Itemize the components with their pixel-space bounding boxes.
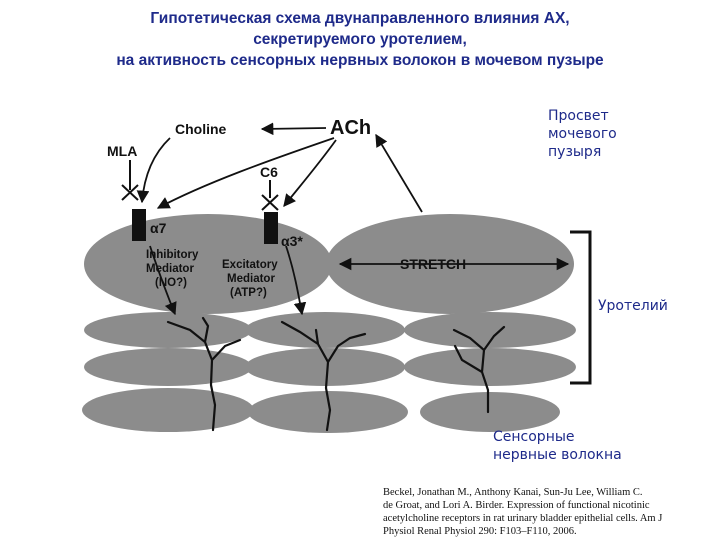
inhibitory-label-line-1: Inhibitory — [146, 249, 199, 261]
nerve-fiber-middle — [280, 320, 367, 432]
inhibitory-label-line-2: Mediator — [146, 263, 194, 275]
c6-label: C6 — [260, 164, 278, 180]
c6-block-mark — [261, 180, 279, 211]
ach-to-alpha7-arrow — [156, 137, 335, 209]
ach-label: ACh — [330, 117, 371, 139]
lower-cell — [420, 392, 560, 432]
stretch-label: STRETCH — [400, 256, 466, 272]
mla-label: MLA — [107, 143, 137, 159]
citation-line-4: Physiol Renal Physiol 290: F103–F110, 20… — [383, 526, 577, 537]
lower-cell — [248, 391, 408, 433]
signaling-arrows — [136, 122, 570, 316]
choline-to-alpha7-arrow — [136, 137, 171, 204]
citation: Beckel, Jonathan M., Anthony Kanai, Sun-… — [383, 486, 713, 538]
alpha3-receptor — [264, 212, 278, 244]
citation-line-1: Beckel, Jonathan M., Anthony Kanai, Sun-… — [383, 487, 643, 498]
mla-block-mark — [121, 160, 139, 201]
excitatory-label-line-1: Excitatory — [222, 259, 278, 271]
inhibitory-mediator-arrow — [149, 245, 177, 316]
ach-to-choline-arrow — [260, 122, 327, 136]
lumen-label-line-1: Просвет — [548, 108, 609, 124]
urothelium-bracket — [570, 230, 592, 385]
stretch-to-ach-arrow — [375, 133, 423, 213]
citation-line-3: acetylcholine receptors in rat urinary b… — [383, 513, 663, 524]
alpha7-receptor — [132, 209, 146, 241]
choline-label: Choline — [175, 121, 227, 137]
lower-cell — [84, 348, 252, 386]
urothelium-label: Уротелий — [598, 297, 668, 315]
urothelium-lower-layers — [82, 312, 576, 433]
title-line-1: Гипотетическая схема двунаправленного вл… — [150, 10, 570, 27]
lower-cell — [404, 312, 576, 348]
nerve-fiber-left — [166, 316, 242, 432]
alpha3-label: α3* — [281, 233, 303, 249]
urothelium-label-text: Уротелий — [598, 298, 668, 314]
lower-cell — [245, 312, 405, 348]
sensory-nerves-label-line-2: нервные волокна — [493, 447, 622, 463]
lower-cell — [404, 348, 576, 386]
inhibitory-label-line-3: (NO?) — [155, 277, 187, 289]
lumen-label-line-3: пузыря — [548, 144, 602, 160]
ach-to-alpha3-arrow — [283, 139, 337, 207]
sensory-nerve-fibers — [166, 316, 506, 432]
lower-cell — [84, 312, 252, 348]
excitatory-mediator-arrow — [285, 245, 307, 316]
citation-line-2: de Groat, and Lori A. Birder. Expression… — [383, 500, 650, 511]
excitatory-label-line-2: Mediator — [227, 273, 275, 285]
alpha7-label: α7 — [150, 220, 167, 236]
lumen-label-line-2: мочевого — [548, 126, 617, 142]
lower-cell — [245, 348, 405, 386]
lower-cell — [82, 388, 254, 432]
excitatory-label-line-3: (ATP?) — [230, 287, 267, 299]
lumen-label: Просвет мочевого пузыря — [548, 107, 617, 161]
title-line-2: секретируемого уротелием, — [253, 31, 467, 48]
nerve-fiber-right — [452, 325, 506, 414]
sensory-nerves-label-line-1: Сенсорные — [493, 429, 575, 445]
title-line-3: на активность сенсорных нервных волокон … — [116, 52, 604, 69]
sensory-nerves-label: Сенсорные нервные волокна — [493, 428, 622, 464]
page-title: Гипотетическая схема двунаправленного вл… — [0, 8, 720, 71]
umbrella-cell-left — [84, 214, 332, 314]
